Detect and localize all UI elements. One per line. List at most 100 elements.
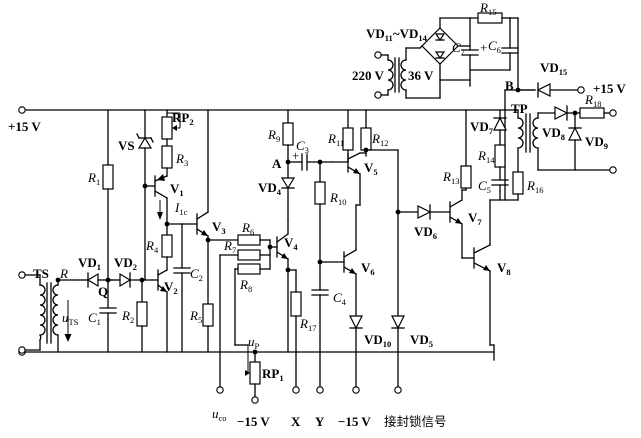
uco-label: uco [212,406,227,423]
vd5-label: VD5 [410,332,433,349]
resistor-r8 [237,263,261,275]
diode-vd1 [74,272,113,288]
uco-terminal[interactable] [216,386,224,394]
x-terminal[interactable] [292,386,300,394]
r15-label: R15 [479,0,496,17]
c3-label: C3 [296,138,309,155]
vd9-label: VD9 [585,134,608,151]
diode-vd15 [536,82,551,98]
pot-rp2 [161,109,181,147]
diode-vd7 [493,109,507,146]
pos15-right-terminal[interactable] [577,86,585,94]
y-label: Y [315,414,325,429]
rp2-label: RP2 [172,110,194,127]
node-a-label: A [272,156,282,171]
diode-vd8 [554,105,581,121]
vd4-label: VD4 [258,180,282,197]
pos15-right-label: +15 V [593,81,626,96]
resistor-r14 [494,144,506,168]
capacitor-c5 [489,179,519,201]
c4-label: C4 [333,290,347,307]
diode-vd4 [280,177,296,221]
vd6-label: VD6 [414,224,437,241]
pulse-transformer-tp [517,109,539,173]
resistor-r13 [460,165,472,189]
capacitor-c4 [311,289,329,388]
resistor-r11 [342,127,354,151]
node-q-label: Q [98,284,108,299]
resistor-r17 [290,291,302,317]
resistor-r18 [579,107,605,119]
sync-transformer-ts [18,271,76,354]
bridge-rectifier [419,17,479,81]
v2-label: V2 [164,279,178,296]
ac-36-label: 36 V [408,68,434,83]
r10-label: R10 [329,190,346,207]
node-b-label: B [505,78,514,93]
transistor-v1 [142,174,168,236]
neg15-a-label: −15 V [237,414,270,429]
supply-transformer [374,47,441,99]
r16-label: R16 [526,178,543,195]
y-terminal[interactable] [316,386,324,394]
neg15-a-terminal[interactable] [251,396,259,404]
ac-220-label: 220 V [352,68,385,83]
r17-label: R17 [299,316,316,333]
ground-rail [24,344,495,361]
vd10-label: VD10 [364,332,391,349]
vd7-label: VD7 [470,119,494,136]
ac-220-top-terminal[interactable] [374,51,382,59]
c5-label: C5 [478,178,491,195]
r2-label: R2 [121,308,134,325]
c1-label: C1 [88,310,101,327]
tp-label: TP [511,101,528,116]
resistor-r10 [314,181,326,205]
r12-label: R12 [371,131,388,148]
resistor-r7 [237,249,261,261]
resistor-r9 [282,122,294,146]
v7-label: V7 [468,210,482,227]
ts-primary-top-terminal[interactable] [18,271,26,279]
r6-label: R6 [241,220,254,237]
ts-primary-bottom-terminal[interactable] [18,346,26,354]
diode-vd9 [568,126,582,171]
pos15-left-terminal[interactable] [18,106,26,114]
pos15-left-label: +15 V [8,119,41,134]
uts-label: uTS [62,310,79,327]
uts-arrow [64,300,72,342]
diode-vd10 [349,315,363,388]
r1-label: R1 [87,170,100,187]
transistor-v2 [151,269,168,353]
transistor-v5 [347,152,367,206]
vd8-label: VD8 [542,125,565,142]
neg15-b-terminal[interactable] [352,386,360,394]
block-signal-terminal[interactable] [394,386,402,394]
r4-label: R4 [145,238,159,255]
gate-out-terminal[interactable] [609,109,617,117]
svg-text:+: + [480,40,487,55]
v1-label: V1 [170,181,184,198]
capacitor-c3: + [287,148,333,171]
diode-vd6 [417,204,451,220]
transistor-v3 [181,109,209,237]
resistor-r12 [360,127,372,151]
cathode-out-terminal[interactable] [609,166,617,174]
ac-220-bottom-terminal[interactable] [374,91,382,99]
transistor-v7 [449,189,475,259]
diode-vd5 [391,315,405,388]
neg15-b-label: −15 V [338,414,371,429]
capacitor-c6 [469,17,519,71]
transistor-v8 [473,199,495,346]
v5-label: V5 [364,160,378,177]
v4-label: V4 [284,235,298,252]
resistor-r3 [161,145,173,169]
c6-label: C6 [488,38,501,55]
resistor-r1 [102,164,114,190]
resistor-r2 [136,301,148,327]
capacitor-c2 [173,223,191,353]
vd1-label: VD1 [78,255,101,272]
r9-label: R9 [267,127,280,144]
vs-label: VS [118,138,135,153]
bridge-label: VD11~VD14 [366,26,428,43]
